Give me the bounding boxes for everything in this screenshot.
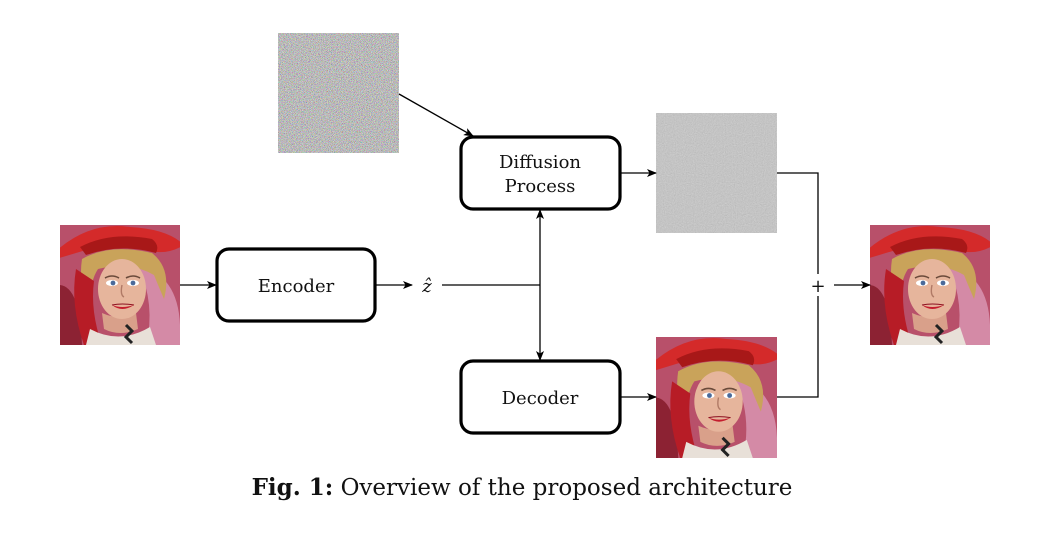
line-decoded-to-sum [777, 296, 819, 398]
caption-label: Fig. 1: [251, 474, 334, 501]
noise-image [278, 33, 399, 153]
encoder-label: Encoder [258, 276, 335, 297]
output-image [870, 225, 990, 345]
residual-image [656, 113, 777, 233]
line-residual-to-sum [777, 172, 819, 274]
decoder-label: Decoder [502, 388, 579, 409]
diffusion-process-node: Diffusion Process [459, 135, 622, 211]
latent-symbol: ẑ [421, 276, 432, 297]
input-image [60, 225, 180, 345]
decoded-image [656, 337, 777, 458]
decoder-node: Decoder [459, 359, 622, 435]
caption-text: Overview of the proposed architecture [340, 475, 793, 501]
diffusion-label-line1: Diffusion [499, 152, 581, 173]
figure-caption: Fig. 1: Overview of the proposed archite… [0, 474, 1044, 501]
encoder-node: Encoder [215, 247, 377, 323]
diffusion-label-line2: Process [505, 176, 576, 197]
arrow-noise-to-diffusion [398, 93, 474, 137]
sum-symbol: + [810, 276, 825, 297]
